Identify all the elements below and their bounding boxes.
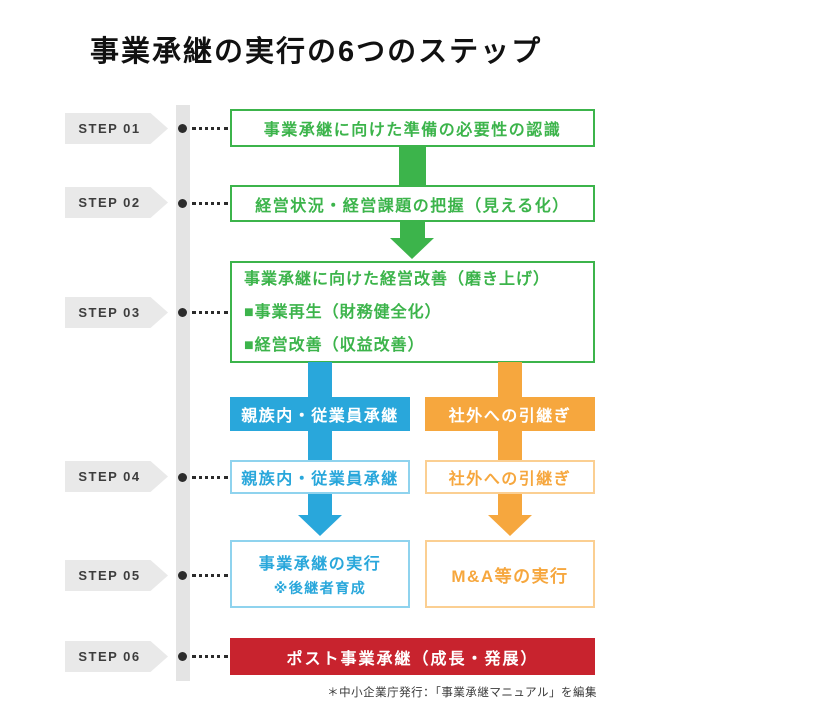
- blue-branch-line-mid: [308, 430, 332, 461]
- orange-branch-line-mid: [498, 430, 522, 461]
- dotted-line: [192, 476, 228, 479]
- timeline-dot-icon: [178, 308, 187, 317]
- connector-dots-05: [178, 571, 228, 580]
- step5-right-box: M&A等の実行: [425, 540, 595, 608]
- branch-right-header: 社外への引継ぎ: [425, 397, 595, 431]
- timeline-dot-icon: [178, 652, 187, 661]
- step5-left-line2: ※後継者育成: [273, 580, 367, 596]
- step6-box: ポスト事業承継（成長・発展）: [230, 638, 595, 675]
- step-tag-02: STEP 02: [65, 187, 168, 218]
- step5-left-box: 事業承継の実行 ※後継者育成: [230, 540, 410, 608]
- step2-box: 経営状況・経営課題の把握（見える化）: [230, 185, 595, 222]
- connector-dots-03: [178, 308, 228, 317]
- blue-down-arrow-icon: [298, 515, 342, 536]
- blue-arrow-stem: [308, 494, 332, 516]
- step-tag-04: STEP 04: [65, 461, 168, 492]
- dotted-line: [192, 127, 228, 130]
- orange-branch-line-top: [498, 362, 522, 398]
- green-down-arrow-icon: [390, 238, 434, 259]
- timeline-dot-icon: [178, 124, 187, 133]
- dotted-line: [192, 311, 228, 314]
- step3-line2: ■事業再生（財務健全化）: [244, 303, 442, 321]
- dotted-line: [192, 655, 228, 658]
- green-arrow-stem: [400, 221, 425, 239]
- step5-left-line1: 事業承継の実行: [258, 556, 382, 573]
- step1-box: 事業承継に向けた準備の必要性の認識: [230, 109, 595, 147]
- orange-arrow-stem: [498, 494, 522, 516]
- connector-dots-06: [178, 652, 228, 661]
- connector-dots-04: [178, 473, 228, 482]
- timeline-dot-icon: [178, 571, 187, 580]
- blue-branch-line-top: [308, 362, 332, 398]
- timeline-bar: [176, 105, 190, 681]
- timeline-dot-icon: [178, 199, 187, 208]
- connector-dots-02: [178, 199, 228, 208]
- dotted-line: [192, 202, 228, 205]
- orange-down-arrow-icon: [488, 515, 532, 536]
- connector-dots-01: [178, 124, 228, 133]
- step3-line1: 事業承継に向けた経営改善（磨き上げ）: [244, 270, 551, 288]
- step-tag-03: STEP 03: [65, 297, 168, 328]
- source-footnote: ＊中小企業庁発行：「事業承継マニュアル」を編集: [327, 687, 597, 699]
- green-connector-bar: [399, 146, 426, 187]
- step4-right-box: 社外への引継ぎ: [425, 460, 595, 494]
- step4-left-box: 親族内・従業員承継: [230, 460, 410, 494]
- branch-left-header: 親族内・従業員承継: [230, 397, 410, 431]
- page-title: 事業承継の実行の6つのステップ: [90, 36, 543, 68]
- step-tag-05: STEP 05: [65, 560, 168, 591]
- step3-line3: ■経営改善（収益改善）: [244, 336, 425, 354]
- dotted-line: [192, 574, 228, 577]
- timeline-dot-icon: [178, 473, 187, 482]
- step-tag-01: STEP 01: [65, 113, 168, 144]
- step-tag-06: STEP 06: [65, 641, 168, 672]
- step3-box: 事業承継に向けた経営改善（磨き上げ） ■事業再生（財務健全化） ■経営改善（収益…: [230, 261, 595, 363]
